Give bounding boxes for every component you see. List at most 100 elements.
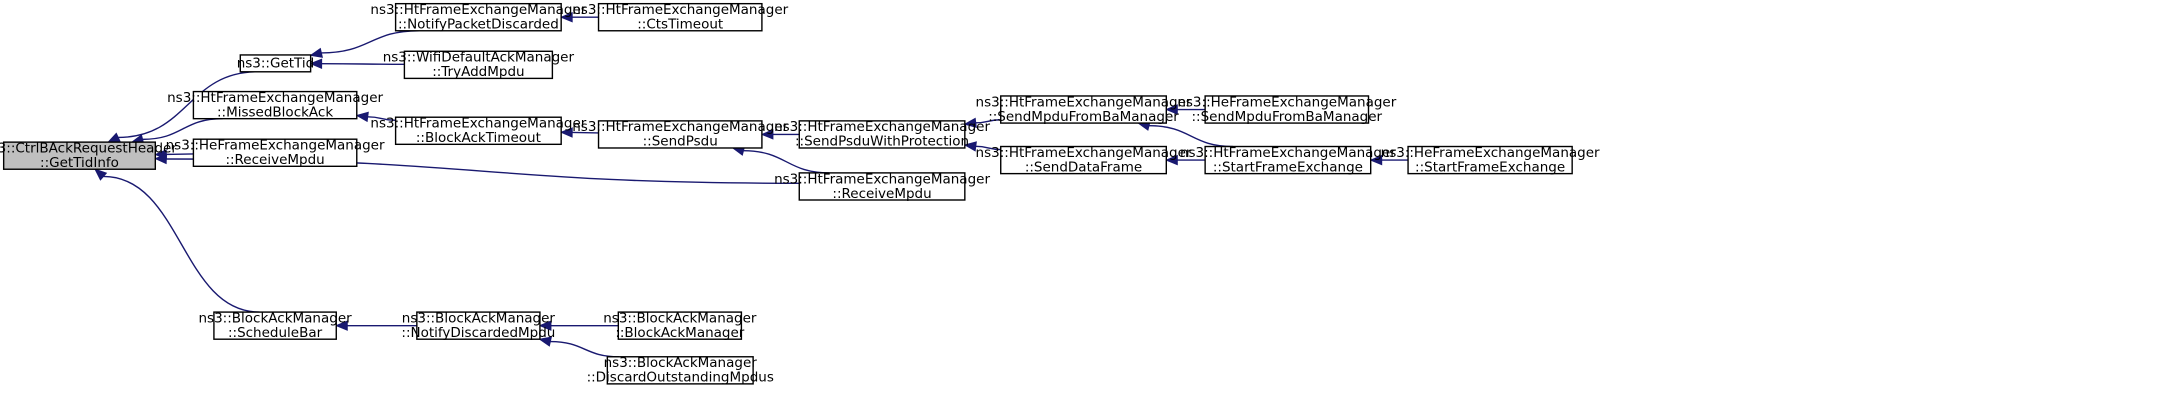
node-label-line: ns3::HeFrameExchangeManager: [1177, 94, 1396, 110]
arrowhead: [1164, 104, 1178, 115]
edge-ht-receivempdu-to-sendpsdu: [743, 150, 830, 174]
node-sendpsdu[interactable]: ns3::HtFrameExchangeManager::SendPsdu: [572, 119, 788, 150]
node-ht-startframeexchange[interactable]: ns3::HtFrameExchangeManager::StartFrameE…: [1180, 145, 1396, 176]
node-notifydiscardedmpdu[interactable]: ns3::BlockAckManager::NotifyDiscardedMpd…: [401, 310, 555, 341]
node-label-line: ::TryAddMpdu: [432, 64, 524, 80]
node-label-line: ::SendPsdu: [643, 134, 718, 150]
node-label-line: ns3::HtFrameExchangeManager: [774, 119, 990, 135]
node-label-line: ns3::BlockAckManager: [402, 310, 556, 326]
arrowhead: [538, 320, 552, 331]
node-label-line: ::MissedBlockAck: [217, 104, 333, 120]
node-box: [798, 172, 966, 201]
node-box: [239, 54, 312, 73]
arrowhead: [963, 141, 977, 152]
node-label-line: ns3::CtrlBAckRequestHeader: [0, 140, 177, 156]
node-box: [597, 120, 763, 149]
node-missedblockack[interactable]: ns3::HtFrameExchangeManager::MissedBlock…: [167, 90, 383, 121]
node-blockacktimeout[interactable]: ns3::HtFrameExchangeManager::BlockAckTim…: [370, 116, 586, 146]
node-bam-ctor[interactable]: ns3::BlockAckManager::BlockAckManager: [603, 310, 757, 341]
node-he-sendmpdufrombamanager[interactable]: ns3::HeFrameExchangeManager::SendMpduFro…: [1177, 94, 1396, 125]
nodes-layer: ns3::CtrlBAckRequestHeader::GetTidInfons…: [0, 2, 1600, 386]
node-label-line: ::SendMpduFromBaManager: [988, 109, 1179, 125]
arrowhead: [760, 129, 774, 140]
node-label-line: ::BlockAckManager: [615, 325, 744, 341]
node-label-line: ns3::HtFrameExchangeManager: [572, 119, 788, 135]
arrowhead: [963, 117, 977, 128]
edge-senddataframe-to-sendpsduwithprotection: [975, 145, 1001, 151]
node-label-line: ns3::HeFrameExchangeManager: [166, 138, 385, 154]
edge-notifypacketdiscarded-to-gettid: [321, 30, 419, 54]
node-label-line: ::SendPsduWithProtection: [795, 134, 969, 150]
arrowhead: [559, 127, 573, 138]
node-label-line: ::SendMpduFromBaManager: [1192, 109, 1383, 125]
node-box: [1000, 145, 1168, 175]
node-label-line: ::BlockAckTimeout: [416, 130, 541, 146]
node-box: [1204, 95, 1370, 124]
node-label-line: ns3::BlockAckManager: [603, 310, 757, 326]
arrowhead: [1369, 154, 1383, 166]
node-label-line: ::NotifyDiscardedMpdu: [401, 325, 555, 341]
node-label-line: ns3::HtFrameExchangeManager: [167, 90, 383, 106]
node-box: [394, 2, 562, 32]
edge-schedulebar-to-root: [103, 175, 260, 313]
node-sendpsduwithprotection[interactable]: ns3::HtFrameExchangeManager::SendPsduWit…: [774, 119, 990, 150]
node-box: [1204, 145, 1372, 175]
node-label-line: ns3::WifiDefaultAckManager: [383, 50, 575, 66]
edge-blockacktimeout-to-missedblockack: [367, 116, 396, 122]
node-label-line: ns3::HtFrameExchangeManager: [370, 116, 586, 132]
node-box: [403, 50, 554, 80]
node-root[interactable]: ns3::CtrlBAckRequestHeader::GetTidInfo: [0, 140, 177, 171]
node-label-line: ns3::BlockAckManager: [604, 355, 758, 371]
node-label-line: ns3::HtFrameExchangeManager: [1180, 145, 1396, 161]
arrowhead: [153, 153, 168, 165]
node-box: [2, 141, 157, 170]
edge-tryaddmpdu-to-gettid: [321, 63, 405, 66]
edges-layer: [94, 11, 1409, 358]
node-senddataframe[interactable]: ns3::HtFrameExchangeManager::SendDataFra…: [976, 145, 1192, 176]
node-ctstimeout[interactable]: ns3::HtFrameExchangeManager::CtsTimeout: [572, 2, 788, 32]
node-he-startframeexchange[interactable]: ns3::HeFrameExchangeManager::StartFrameE…: [1381, 145, 1600, 176]
node-notifypacketdiscarded[interactable]: ns3::HtFrameExchangeManager::NotifyPacke…: [370, 2, 586, 32]
node-label-line: ::GetTidInfo: [40, 155, 119, 171]
node-box: [192, 90, 358, 120]
node-box: [606, 356, 754, 385]
node-label-line: ::ReceiveMpdu: [832, 186, 931, 202]
node-box: [617, 311, 743, 340]
arrowhead: [1164, 154, 1178, 166]
node-label-line: ::CtsTimeout: [637, 17, 723, 33]
node-label-line: ns3::GetTid: [237, 55, 315, 71]
arrowhead: [94, 168, 108, 181]
node-tryaddmpdu[interactable]: ns3::WifiDefaultAckManager::TryAddMpdu: [383, 50, 575, 81]
node-discardoutstanding[interactable]: ns3::BlockAckManager::DiscardOutstanding…: [587, 355, 774, 386]
node-label-line: ns3::HeFrameExchangeManager: [1381, 145, 1600, 161]
node-label-line: ::StartFrameExchange: [1415, 159, 1565, 175]
node-box: [192, 138, 358, 168]
node-box: [213, 311, 337, 340]
node-label-line: ns3::HtFrameExchangeManager: [572, 2, 788, 18]
edge-sendmpdufrombamanager-to-sendpsduwithprotection: [975, 119, 1001, 124]
node-box: [394, 116, 562, 146]
node-label-line: ::SendDataFrame: [1025, 159, 1142, 175]
arrowhead: [309, 58, 323, 69]
node-box: [1407, 145, 1573, 175]
arrowhead: [538, 336, 552, 347]
node-ht-receivempdu[interactable]: ns3::HtFrameExchangeManager::ReceiveMpdu: [774, 171, 990, 202]
node-sendmpdufrombamanager[interactable]: ns3::HtFrameExchangeManager::SendMpduFro…: [976, 94, 1192, 125]
node-box: [416, 311, 541, 340]
node-label-line: ::ReceiveMpdu: [225, 152, 324, 168]
node-gettid[interactable]: ns3::GetTid: [237, 54, 315, 73]
node-label-line: ns3::HtFrameExchangeManager: [976, 94, 1192, 110]
node-label-line: ns3::HtFrameExchangeManager: [774, 171, 990, 187]
node-label-line: ::ScheduleBar: [228, 325, 323, 341]
arrowhead: [559, 11, 573, 23]
arrowhead: [309, 47, 323, 58]
node-he-receivempdu[interactable]: ns3::HeFrameExchangeManager::ReceiveMpdu: [166, 138, 385, 169]
node-label-line: ::NotifyPacketDiscarded: [398, 17, 559, 33]
node-schedulebar[interactable]: ns3::BlockAckManager::ScheduleBar: [198, 310, 352, 341]
edge-missedblockack-to-root: [142, 117, 223, 141]
node-label-line: ns3::BlockAckManager: [198, 310, 352, 326]
node-label-line: ns3::HtFrameExchangeManager: [976, 145, 1192, 161]
arrowhead: [334, 320, 348, 331]
node-label-line: ns3::HtFrameExchangeManager: [370, 2, 586, 18]
